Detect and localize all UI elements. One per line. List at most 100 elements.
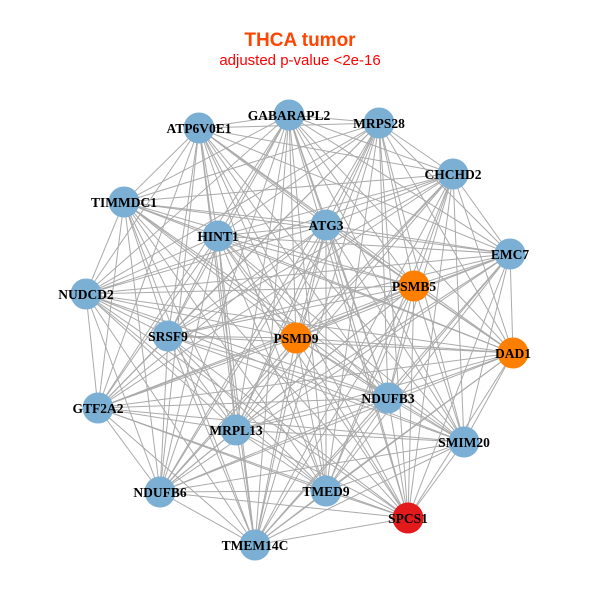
edge [167,335,256,546]
edge [325,173,454,492]
node-circle [392,502,424,534]
edge [288,114,511,255]
edge [167,235,219,337]
node-gabarapl2: GABARAPL2 [248,99,331,131]
edge [325,253,511,492]
edge [452,173,465,443]
edge [217,235,514,354]
edge [413,253,511,287]
edge [167,335,237,431]
edge [387,397,409,519]
edge [217,235,389,399]
edge [198,127,415,287]
edge [97,337,297,409]
edge [198,127,514,354]
edge [97,407,465,443]
node-timmdc1: TIMMDC1 [91,186,157,218]
node-mrpl13: MRPL13 [209,414,263,446]
edge [387,253,511,399]
edge [235,429,256,546]
node-mrps28: MRPS28 [353,107,405,139]
edge [97,407,237,431]
edge [97,407,161,493]
edge [378,122,514,354]
edge [198,127,219,237]
edge [254,397,389,546]
node-psmd9: PSMD9 [274,322,319,354]
node-circle [239,529,271,561]
edge [295,337,514,354]
node-ndufb3: NDUFB3 [361,382,415,414]
edge [123,201,327,226]
edge [85,293,327,492]
node-circle [202,220,234,252]
edge [85,293,297,339]
node-circle [372,382,404,414]
node-label: SRSF9 [148,329,188,344]
node-label: GTF2A2 [72,401,123,416]
edge [85,293,161,493]
edge [235,173,454,431]
node-circle [220,414,252,446]
edge [159,429,237,493]
edge [407,441,465,519]
node-gtf2a2: GTF2A2 [72,392,124,424]
edge [235,114,290,431]
node-label: SMIM20 [438,435,490,450]
edge [85,293,237,431]
figure-title: THCA tumor [244,30,356,51]
node-circle [183,112,215,144]
node-ndufb6: NDUFB6 [133,476,187,508]
node-emc7: EMC7 [491,238,529,270]
edge [85,235,219,295]
edge [97,397,389,409]
edge [295,173,454,339]
edge [123,201,169,337]
node-psmb5: PSMB5 [392,270,437,302]
node-label: PSMB5 [392,279,437,294]
edge [159,224,327,493]
edge [325,397,389,492]
edge [167,253,511,337]
edge [463,253,511,443]
edge [254,517,409,546]
node-circle [273,99,305,131]
edge [463,352,514,443]
node-circle [437,158,469,190]
edge [235,429,327,492]
edge [217,173,454,237]
edge [167,335,409,519]
edge [159,491,409,519]
edge [198,127,511,255]
edge [413,285,465,443]
edge [325,224,511,255]
edge [97,201,125,409]
edge [85,285,415,295]
edge [123,201,514,354]
node-circle [108,186,140,218]
edge [167,335,297,339]
edge [123,201,415,287]
edge [97,352,514,409]
edge [159,352,514,493]
edge [387,352,514,399]
node-tmed9: TMED9 [302,475,350,507]
node-chchd2: CHCHD2 [425,158,482,190]
edge [159,397,389,493]
edge [159,491,256,546]
node-label: GABARAPL2 [248,108,331,123]
node-label: TMEM14C [222,538,289,553]
edge [159,235,219,493]
node-label: MRPL13 [209,423,262,438]
edge [295,285,415,339]
node-circle [82,392,114,424]
node-circle [363,107,395,139]
edge [325,173,454,226]
edge [509,253,514,354]
edge [97,335,169,409]
node-label: DAD1 [495,346,531,361]
edge [254,114,290,546]
node-nudcd2: NUDCD2 [58,278,114,310]
